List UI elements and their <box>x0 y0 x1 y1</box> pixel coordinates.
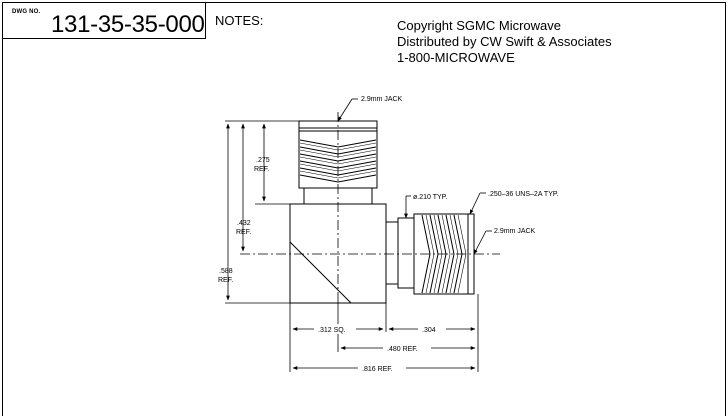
diameter-callout: ø.210 TYP. <box>413 194 447 201</box>
dim-816-label: .816 REF. <box>362 366 393 373</box>
dim-432-ref: REF. <box>236 229 251 236</box>
drawing-frame-left <box>2 2 3 416</box>
distributor-line: Distributed by CW Swift & Associates <box>397 34 612 49</box>
drawing-frame-top <box>2 2 726 3</box>
drawing-frame-right <box>725 2 726 416</box>
dim-312-label: .312 SQ. <box>318 327 346 334</box>
dim-480-label: .480 REF. <box>387 346 418 353</box>
title-block: DWG NO. 131-35-35-000 <box>2 2 206 39</box>
side-jack-callout: 2.9mm JACK <box>494 228 536 235</box>
copyright-block: Copyright SGMC Microwave Distributed by … <box>397 18 612 66</box>
dim-275-label: .275 <box>256 157 270 164</box>
top-jack-callout: 2.9mm JACK <box>361 96 403 103</box>
dwg-label: DWG NO. <box>12 9 41 15</box>
copyright-line: Copyright SGMC Microwave <box>397 18 561 33</box>
thread-callout: .250–36 UNS–2A TYP. <box>488 191 559 198</box>
miter-line <box>289 241 352 304</box>
dim-275-ref: REF. <box>254 166 269 173</box>
side-jack-leader <box>473 230 487 255</box>
thread-leader <box>469 192 481 215</box>
phone-line: 1-800-MICROWAVE <box>397 50 515 65</box>
dim-588-ref: REF. <box>218 277 233 284</box>
dwg-number: 131-35-35-000 <box>51 11 205 38</box>
top-jack-leader <box>337 98 353 122</box>
dim-304-label: .304 <box>422 327 436 334</box>
dim-588-label: .588 <box>219 268 233 275</box>
dim-432-label: .432 <box>237 220 251 227</box>
notes-label: NOTES: <box>215 13 264 28</box>
